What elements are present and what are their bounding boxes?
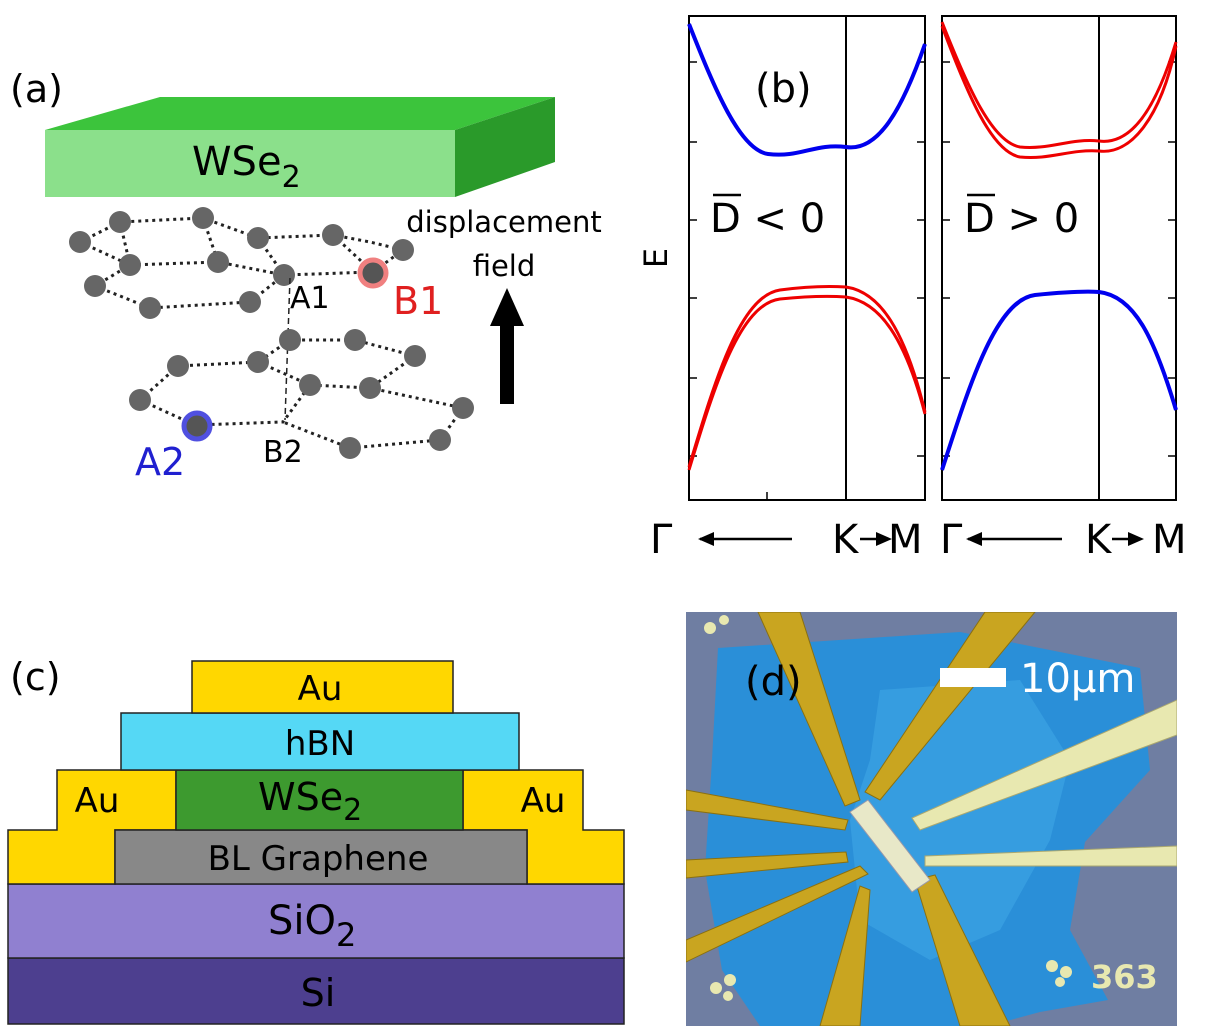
right-condition: D > 0 [964,196,1079,242]
wse2-slab: WSe2 [45,97,555,197]
graphene-label: BL Graphene [208,839,429,879]
field-label-line2: field [473,249,536,283]
arrow-right-icon [1128,532,1144,546]
a1-label: A1 [290,281,330,316]
chip-number: 363 [1091,958,1158,996]
panel-d-label: (d) [745,659,802,705]
graphene-layer [114,829,528,885]
hall-bar-device [849,799,931,893]
field-label-line1: displacement [406,205,601,239]
right-conduction-band-1 [940,21,1178,149]
slab-front [45,130,455,197]
left-valence-band-1 [687,284,927,468]
gold-leads [686,612,1036,1026]
au-right-label: Au [521,781,566,821]
au-left-label: Au [75,781,120,821]
hbn-label: hBN [285,724,355,764]
arrow-left-icon [966,532,982,546]
arrow-right-icon [876,532,892,546]
micrograph: 363 [686,612,1177,1026]
sio2-layer [7,883,625,959]
a2-label: A2 [135,440,185,484]
arrow-left-icon [698,532,714,546]
wse2-label: WSe2 [258,775,362,828]
b2-label: B2 [263,435,303,470]
a2-atom [181,410,213,442]
b1-atom [357,257,389,289]
panel-c: (c) Au hBN WSe2 Au Au BL Graphene SiO2 S… [7,655,625,1025]
band-plot-left: (b) D < 0 [687,15,927,501]
lower-atoms [129,329,474,459]
left-conduction-band [687,23,927,157]
panel-a: (a) WSe2 [10,67,602,484]
band-plot-right: D > 0 [940,15,1178,501]
m-label-right: M [1152,517,1187,563]
panel-b-label: (b) [755,66,812,112]
panel-c-label: (c) [10,655,61,699]
k-label-left: K [832,517,860,563]
au-top-label: Au [298,669,343,709]
b1-label: B1 [393,279,443,323]
hbn-layer [120,712,520,771]
m-label-left: M [888,517,923,563]
gamma-label-left: Γ [650,517,673,563]
slab-top [45,97,555,130]
left-ticks [689,61,925,500]
left-condition: D < 0 [710,196,825,242]
sio2-label: SiO2 [268,898,356,954]
k-label-right: K [1085,517,1113,563]
si-layer [7,957,625,1025]
slab-label: WSe2 [192,139,301,195]
field-arrow-icon [490,288,524,404]
pale-leads [911,699,1177,867]
si-label: Si [301,971,336,1015]
left-valence-band-2 [687,294,927,471]
k-path-axis: Γ K M Γ K M [650,517,1187,563]
y-axis-label: E [637,248,675,268]
gamma-label-right: Γ [940,517,963,563]
au-top-gate [191,660,454,714]
scale-bar [940,668,1006,687]
slab-side [455,97,555,197]
right-valence-band [940,289,1178,471]
wse2-layer [175,769,464,831]
upper-atoms [69,207,414,319]
right-conduction-band-2 [940,25,1178,160]
left-plot-frame [688,15,926,501]
alignment-marks [704,615,1072,1001]
panel-d: 363 (d) 10μm [686,612,1177,1026]
panel-b: E (b) D < 0 [637,15,1187,563]
panel-a-label: (a) [10,67,63,111]
right-plot-frame [941,15,1177,501]
scale-bar-label: 10μm [1020,656,1135,702]
